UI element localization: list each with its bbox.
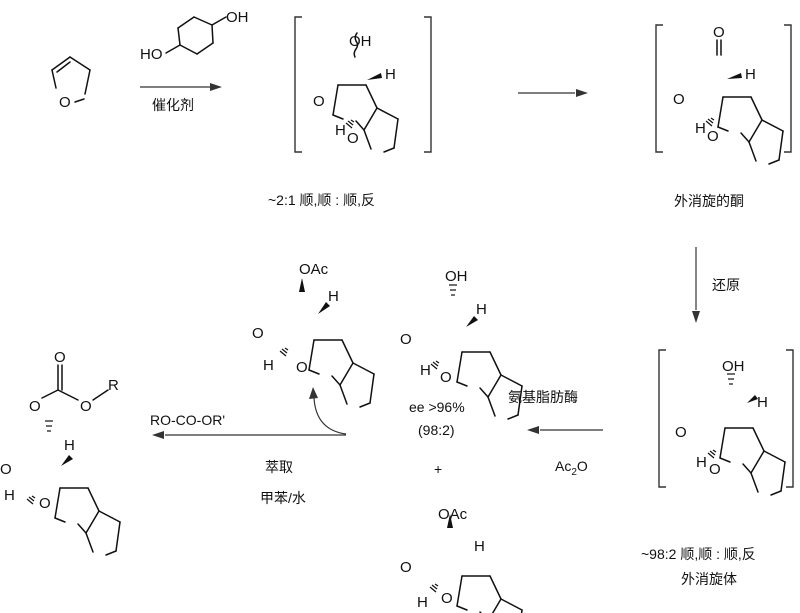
reduced-hash-bond bbox=[707, 449, 717, 459]
carbonate-o-ester: O bbox=[29, 398, 41, 415]
acetate-top-h-top: H bbox=[328, 288, 339, 305]
carbonate-o-carbonyl: O bbox=[54, 349, 66, 366]
resolved-hash-bond bbox=[430, 360, 440, 370]
reduced-h-top: H bbox=[757, 394, 768, 411]
ketone-o2-label: O bbox=[707, 128, 719, 145]
acetate-bottom-oac: OAc bbox=[438, 506, 468, 523]
ketone-o-carbonyl: O bbox=[713, 24, 725, 41]
bicyclic-alcohol-1: OH H H O O bbox=[313, 32, 399, 153]
resolved-o2-label: O bbox=[440, 369, 452, 386]
resolved-oh-label: OH bbox=[445, 268, 468, 285]
ee-value-caption: ee >96% bbox=[409, 399, 465, 415]
carbonate-o-hash bbox=[45, 420, 53, 432]
int1-o2-label: O bbox=[347, 130, 359, 147]
acetate-top-o1: O bbox=[252, 325, 264, 342]
bicyclic-alcohol-reduced: OH H H O O bbox=[675, 358, 786, 496]
acetate-bottom-h-top: H bbox=[474, 538, 485, 555]
step1-arrow bbox=[140, 83, 222, 91]
int1-o1-label: O bbox=[313, 93, 325, 110]
ketone-h-bottom: H bbox=[695, 120, 706, 137]
bicyclic-ketone: O H H O O bbox=[673, 24, 784, 165]
lipase-label: 氨基脂肪酶 bbox=[508, 389, 578, 405]
dihydrofuran-structure: O bbox=[51, 56, 91, 111]
reduction-arrow bbox=[692, 247, 700, 323]
resolved-h-top: H bbox=[476, 301, 487, 318]
carbonate-r-label: R bbox=[108, 377, 119, 394]
reduced-ratio-caption: ~98:2 顺,顺 : 顺,反 bbox=[641, 546, 756, 562]
ketone-o1-label: O bbox=[673, 91, 685, 108]
extraction-label-2: 甲苯/水 bbox=[260, 490, 306, 506]
resolved-h-bottom: H bbox=[420, 362, 431, 379]
extraction-label-1: 萃取 bbox=[265, 459, 293, 475]
dihydrofuran-o-label: O bbox=[59, 94, 71, 111]
carbonate-h-bottom: H bbox=[4, 487, 15, 504]
bicyclic-acetate-bottom: OAc H H O O bbox=[400, 506, 523, 613]
bicyclic-alcohol-resolved: OH H H O O bbox=[400, 268, 523, 420]
bracket-intermediate1 bbox=[294, 16, 432, 153]
int1-hash-bond bbox=[345, 119, 355, 129]
carbonate-arrow bbox=[152, 431, 346, 439]
catalyst-label: 催化剂 bbox=[152, 97, 194, 113]
bicyclic-carbonate: O O O R H H O O bbox=[0, 349, 121, 556]
carbonate-hash-bond bbox=[26, 495, 36, 505]
reduced-oh-label: OH bbox=[722, 358, 745, 375]
int1-oh-label: OH bbox=[349, 33, 372, 50]
int1-h-top: H bbox=[385, 66, 396, 83]
ee-ratio-caption: (98:2) bbox=[418, 422, 455, 438]
acetate-bottom-o2: O bbox=[441, 590, 453, 607]
ketone-h-top: H bbox=[745, 66, 756, 83]
reduced-o1-label: O bbox=[675, 424, 687, 441]
resolved-oh-hash bbox=[449, 284, 457, 296]
acetate-bottom-o1: O bbox=[400, 559, 412, 576]
acetate-bottom-hash-bond bbox=[429, 583, 439, 593]
int1-h-bottom: H bbox=[335, 122, 346, 139]
carbonate-o-alkoxy: O bbox=[80, 398, 92, 415]
bracket-reduced bbox=[658, 349, 794, 488]
racemate-caption: 外消旋体 bbox=[681, 571, 737, 587]
dioxane-oh-top: OH bbox=[226, 9, 249, 26]
acetate-top-h-bottom: H bbox=[263, 357, 274, 374]
acetate-top-hash-bond bbox=[279, 347, 289, 357]
dioxane-diol-structure: OH HO bbox=[140, 9, 249, 63]
reduction-label: 还原 bbox=[712, 277, 740, 293]
reduced-oh-hash bbox=[727, 373, 735, 385]
bracket-ketone bbox=[655, 24, 792, 153]
plus-sign: + bbox=[434, 461, 442, 477]
resolved-o1-label: O bbox=[400, 331, 412, 348]
intermediate1-ratio-caption: ~2:1 顺,顺 : 顺,反 bbox=[268, 192, 375, 208]
ketone-hash-bond bbox=[705, 117, 715, 127]
lipase-arrow bbox=[527, 426, 603, 434]
carbonate-reagent-label: RO-CO-OR' bbox=[150, 412, 225, 428]
dioxane-ho-left: HO bbox=[140, 46, 163, 63]
carbonate-h-top: H bbox=[64, 437, 75, 454]
curved-arrow bbox=[309, 387, 347, 435]
oxidation-arrow bbox=[518, 89, 588, 97]
ac2o-label: Ac2O bbox=[555, 458, 588, 478]
bicyclic-acetate-top: OAc H H O O bbox=[252, 261, 375, 408]
acetate-top-o2: O bbox=[296, 359, 308, 376]
carbonate-o1-label: O bbox=[0, 461, 12, 478]
acetate-bottom-h-bottom: H bbox=[417, 594, 428, 611]
reduced-h-bottom: H bbox=[696, 454, 707, 471]
carbonate-o2-label: O bbox=[39, 495, 51, 512]
reduced-o2-label: O bbox=[709, 461, 721, 478]
racemic-ketone-caption: 外消旋的酮 bbox=[674, 193, 744, 209]
acetate-top-oac: OAc bbox=[299, 261, 329, 278]
